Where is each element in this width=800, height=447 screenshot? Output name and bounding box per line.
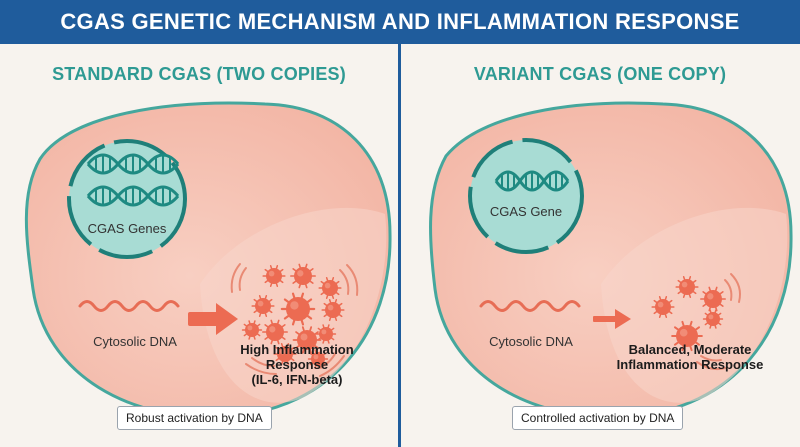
cytokine-icon	[671, 320, 703, 352]
signal-arcs	[230, 263, 359, 377]
cytokine-icon	[675, 275, 699, 299]
variant-cgas-panel: VARIANT CGAS (ONE COPY)	[401, 44, 799, 447]
panel-divider	[398, 44, 401, 447]
panel-title: STANDARD CGAS (TWO COPIES)	[52, 64, 346, 84]
cytokine-icon	[321, 298, 345, 322]
standard-cell-illustration	[24, 101, 392, 419]
cytokine-icon	[315, 324, 337, 344]
cytokine-icon	[273, 342, 297, 366]
cytokine-icon	[241, 320, 263, 340]
wave-icon	[479, 300, 581, 312]
cell-shading	[601, 207, 788, 403]
wave-icon	[78, 300, 180, 312]
arrow-icon	[593, 309, 631, 329]
cytokine-icon	[318, 276, 342, 300]
cytokine-icon	[262, 319, 288, 345]
cytokine-cluster	[651, 275, 726, 352]
gene-label: CGAS Genes	[87, 221, 167, 236]
cytokine-icon	[251, 294, 275, 318]
standard-cgas-panel: STANDARD CGAS (TWO COPIES)	[0, 44, 398, 447]
nucleus	[470, 140, 582, 252]
activation-caption: Robust activation by DNA	[117, 406, 272, 430]
panel-title: VARIANT CGAS (ONE COPY)	[473, 64, 727, 84]
signal-arcs	[696, 273, 741, 371]
cytokine-cluster	[241, 263, 345, 369]
dna-helix-icon	[86, 185, 180, 207]
cytokine-icon	[262, 264, 286, 288]
response-label: High Inflammation Response (IL-6, IFN-be…	[240, 342, 354, 387]
nucleus-envelope	[468, 138, 584, 254]
cytokine-icon	[290, 263, 316, 289]
variant-cell-illustration	[429, 101, 793, 419]
cytokine-icon	[307, 349, 329, 369]
page-title: CGAS GENETIC MECHANISM AND INFLAMMATION …	[60, 9, 740, 34]
nucleus-envelope	[67, 139, 187, 259]
header-banner: CGAS GENETIC MECHANISM AND INFLAMMATION …	[0, 0, 800, 44]
dna-helix-icon	[494, 170, 570, 192]
dna-helix-icon	[86, 153, 180, 175]
cytokine-icon	[292, 326, 322, 354]
cytokine-icon	[280, 292, 316, 326]
activation-caption: Controlled activation by DNA	[512, 406, 684, 430]
response-label: Balanced, Moderate Inflammation Response	[616, 342, 764, 372]
dna-label: Cytosolic DNA	[489, 334, 573, 349]
arrow-icon	[188, 303, 238, 335]
cytokine-icon	[651, 295, 675, 319]
gene-label: CGAS Gene	[489, 204, 563, 219]
dna-label: Cytosolic DNA	[93, 334, 177, 349]
cytokine-icon	[702, 309, 724, 329]
